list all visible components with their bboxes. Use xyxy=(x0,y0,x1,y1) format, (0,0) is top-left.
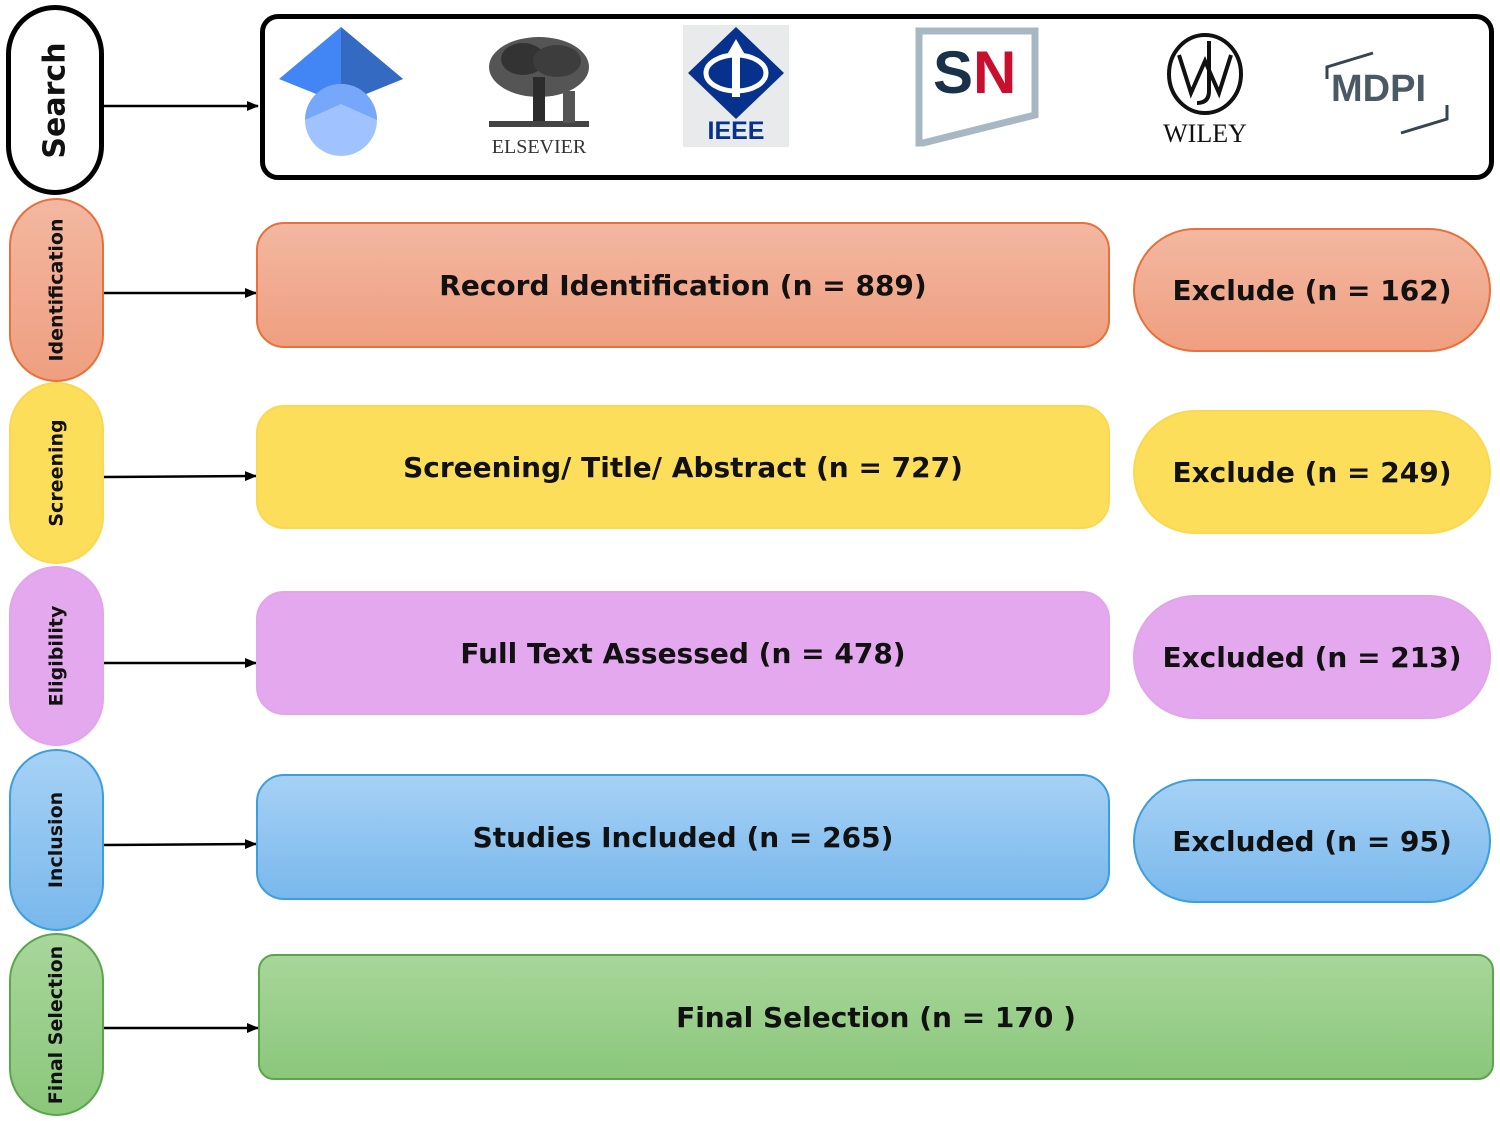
arrow-screening xyxy=(102,471,257,482)
final-selection-label: Final Selection (n = 170 ) xyxy=(676,1000,1076,1034)
ieee-logo: IEEE xyxy=(683,25,789,147)
ieee-diamond-icon xyxy=(688,27,784,119)
mdpi-hexagon-icon xyxy=(1325,51,1449,135)
stage-identification: Identification xyxy=(9,198,104,382)
elsevier-wordmark: ELSEVIER xyxy=(491,136,587,158)
wiley-logo: WILEY xyxy=(1155,31,1255,153)
stage-inclusion-label: Inclusion xyxy=(45,791,68,889)
elsevier-tree-icon xyxy=(487,35,591,129)
studies-included-label: Studies Included (n = 265) xyxy=(472,820,894,854)
inclusion-excluded-label: Excluded (n = 95) xyxy=(1172,824,1452,858)
arrow-inclusion xyxy=(102,839,257,850)
screening-exclude-box: Exclude (n = 249) xyxy=(1133,410,1491,534)
stage-search-label: Search xyxy=(37,41,73,159)
full-text-assessed-box: Full Text Assessed (n = 478) xyxy=(256,591,1110,715)
final-selection-box: Final Selection (n = 170 ) xyxy=(258,954,1494,1080)
springer-nature-logo: SN xyxy=(915,27,1041,149)
eligibility-excluded-box: Excluded (n = 213) xyxy=(1133,595,1491,719)
scholar-logo-icon xyxy=(279,27,403,156)
identification-exclude-label: Exclude (n = 162) xyxy=(1172,273,1452,307)
mdpi-logo: MDPI xyxy=(1323,49,1451,135)
stage-final-selection: Final Selection xyxy=(9,933,104,1116)
screening-label: Screening/ Title/ Abstract (n = 727) xyxy=(403,450,963,484)
inclusion-excluded-box: Excluded (n = 95) xyxy=(1133,779,1491,903)
sn-s: S xyxy=(933,39,974,106)
wiley-monogram-icon xyxy=(1167,33,1243,115)
stage-search: Search xyxy=(6,5,104,195)
sn-shield-icon xyxy=(915,27,1039,147)
sn-n: N xyxy=(973,39,1017,106)
stage-eligibility-label: Eligibility xyxy=(45,605,68,707)
stage-eligibility: Eligibility xyxy=(9,566,104,746)
wiley-wordmark: WILEY xyxy=(1163,119,1247,148)
search-sources-box: ELSEVIER IEEE SN WILEY xyxy=(260,14,1494,180)
eligibility-excluded-label: Excluded (n = 213) xyxy=(1162,640,1462,674)
record-identification-box: Record Identification (n = 889) xyxy=(256,222,1110,348)
stage-inclusion: Inclusion xyxy=(9,749,104,931)
mdpi-wordmark: MDPI xyxy=(1331,68,1426,110)
screening-exclude-label: Exclude (n = 249) xyxy=(1172,455,1452,489)
stage-identification-label: Identification xyxy=(45,218,68,362)
ieee-wordmark: IEEE xyxy=(707,117,765,145)
full-text-assessed-label: Full Text Assessed (n = 478) xyxy=(460,636,906,670)
stage-screening: Screening xyxy=(9,382,104,564)
stage-screening-label: Screening xyxy=(45,419,68,527)
identification-exclude-box: Exclude (n = 162) xyxy=(1133,228,1491,352)
record-identification-label: Record Identification (n = 889) xyxy=(439,268,927,302)
screening-box: Screening/ Title/ Abstract (n = 727) xyxy=(256,405,1110,529)
elsevier-logo: ELSEVIER xyxy=(483,33,595,159)
stage-final-selection-label: Final Selection xyxy=(45,945,68,1104)
studies-included-box: Studies Included (n = 265) xyxy=(256,774,1110,900)
